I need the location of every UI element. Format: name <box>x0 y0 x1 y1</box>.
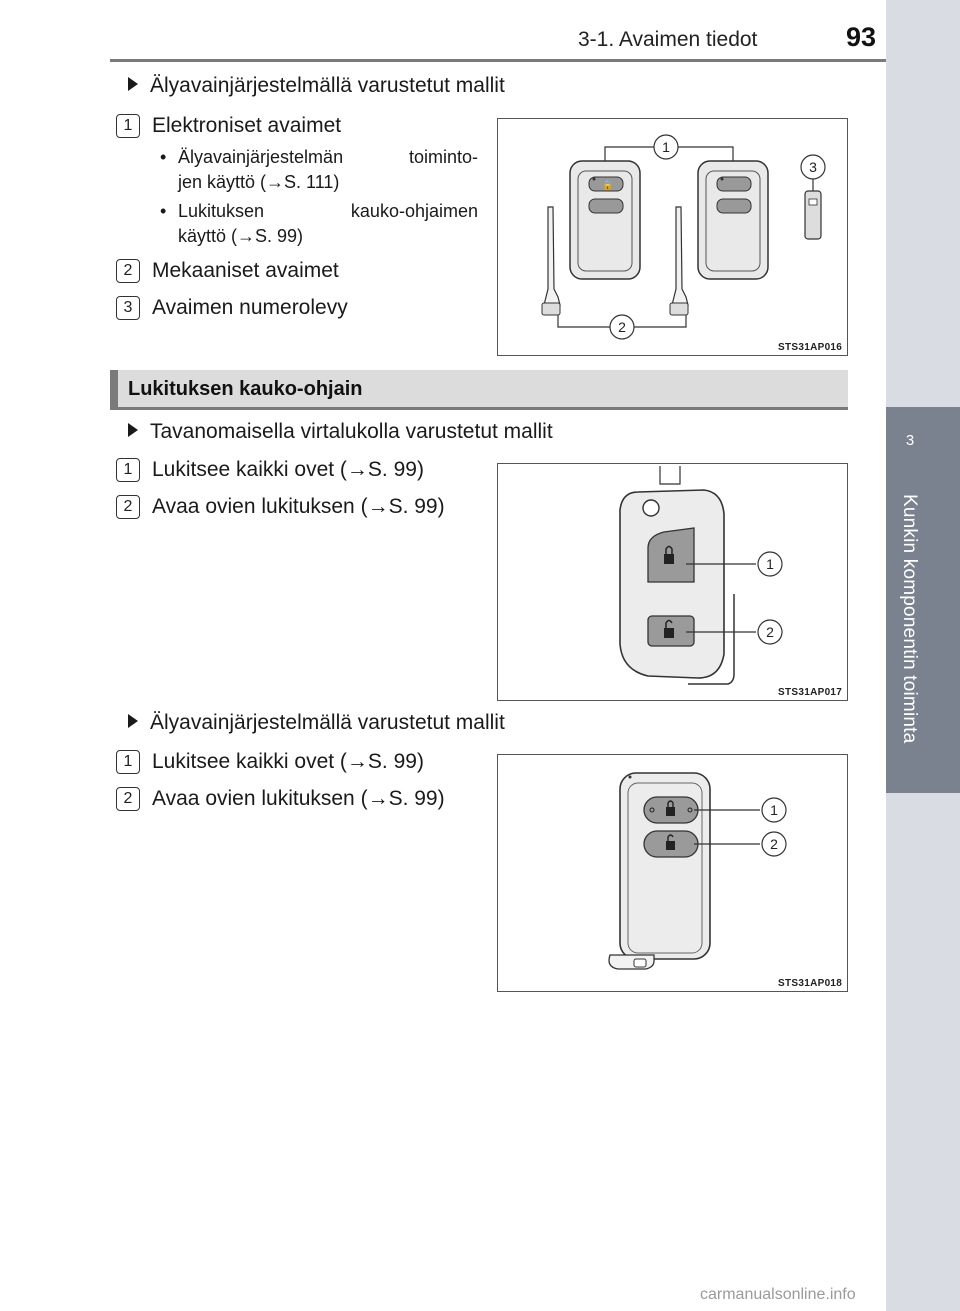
item-label: Avaimen numerolevy <box>152 296 348 319</box>
triangle-arrow-icon <box>128 423 138 437</box>
watermark: carmanualsonline.info <box>700 1286 856 1303</box>
callout-3: 3 <box>809 159 817 175</box>
callout-2: 2 <box>618 319 626 335</box>
item-label: Mekaaniset avaimet <box>152 259 339 282</box>
model-line-smart-key: Älyavainjärjestelmällä varustetut mallit <box>128 74 505 98</box>
number-badge: 1 <box>116 114 140 138</box>
header-rule <box>110 59 886 62</box>
section-heading-bar: Lukituksen kauko-ohjain <box>110 370 848 410</box>
triangle-arrow-icon <box>128 77 138 91</box>
chapter-number: 3 <box>905 432 915 449</box>
item-lock-all-doors: 1 Lukitsee kaikki ovet (→S. 99) <box>116 750 424 774</box>
item-mechanical-keys: 2 Mekaaniset avaimet <box>116 259 339 283</box>
triangle-arrow-icon <box>128 714 138 728</box>
number-badge: 1 <box>116 458 140 482</box>
section-accent <box>110 370 118 407</box>
bullet-remote-usage: • Lukituksen kauko-ohjaimen käyttö (→S. 9… <box>160 201 480 251</box>
page-header: 3-1. Avaimen tiedot 93 <box>0 0 960 62</box>
bullet-text: Lukituksen <box>178 201 265 221</box>
section-title: Lukituksen kauko-ohjain <box>128 378 363 400</box>
item-label: Elektroniset avaimet <box>152 114 342 137</box>
item-label: Lukitsee kaikki ovet (→S. 99) <box>152 750 424 773</box>
keys-illustration: 🔒 1 2 3 <box>541 134 826 340</box>
bullet-dot: • <box>160 201 167 221</box>
item-label: Lukitsee kaikki ovet (→S. 99) <box>152 458 424 481</box>
mechanical-key-left <box>543 206 561 306</box>
number-badge: 1 <box>116 750 140 774</box>
bullet-smart-key-functions: • Älyavainjärjestelmän toiminto- jen käyt… <box>160 147 480 197</box>
model-line-smart-key-remote: Älyavainjärjestelmällä varustetut mallit <box>128 711 505 735</box>
svg-text:🔒: 🔒 <box>602 180 613 191</box>
chapter-name: Kunkin komponentin toiminta <box>899 494 920 744</box>
bullet-text: jen käyttö (→S. 111) <box>178 172 340 192</box>
number-badge: 2 <box>116 259 140 283</box>
number-badge: 2 <box>116 787 140 811</box>
callout-1: 1 <box>766 556 774 572</box>
item-unlock-doors: 2 Avaa ovien lukituksen (→S. 99) <box>116 495 445 519</box>
number-badge: 2 <box>116 495 140 519</box>
callout-2: 2 <box>766 624 774 640</box>
side-tab-active <box>886 407 960 793</box>
key-fob-right <box>697 160 769 280</box>
item-label: Avaa ovien lukituksen (→S. 99) <box>152 787 445 810</box>
mechanical-key-right <box>671 206 689 306</box>
chapter-title: 3-1. Avaimen tiedot <box>578 28 758 51</box>
item-electronic-keys: 1 Elektroniset avaimet <box>116 114 341 138</box>
bullet-text: toiminto- <box>408 147 478 167</box>
side-tab-background-bottom <box>886 793 960 1311</box>
model-line-text: Älyavainjärjestelmällä varustetut mallit <box>150 74 505 97</box>
item-unlock-doors: 2 Avaa ovien lukituksen (→S. 99) <box>116 787 445 811</box>
key-number-plate <box>804 190 822 240</box>
smart-key-illustration: 1 2 <box>608 772 787 970</box>
bullet-text: Älyavainjärjestelmän <box>178 147 344 167</box>
key-fob-left <box>569 160 641 280</box>
figure-code: STS31AP016 <box>778 342 843 353</box>
remote-body <box>619 489 725 679</box>
side-tab-background-top <box>886 0 960 407</box>
model-line-conventional-ignition: Tavanomaisella virtalukolla varustetut m… <box>128 420 553 444</box>
page-number: 93 <box>846 22 877 52</box>
figure-code: STS31AP018 <box>778 978 843 989</box>
conventional-remote-illustration: 1 2 <box>619 466 783 685</box>
item-lock-all-doors: 1 Lukitsee kaikki ovet (→S. 99) <box>116 458 424 482</box>
callout-1: 1 <box>662 139 670 155</box>
number-badge: 3 <box>116 296 140 320</box>
item-key-number-plate: 3 Avaimen numerolevy <box>116 296 348 320</box>
bullet-dot: • <box>160 147 167 167</box>
figure-smart-key-remote: 1 2 STS31AP018 <box>497 754 848 992</box>
bullet-text: käyttö (→S. 99) <box>178 226 304 246</box>
callout-1: 1 <box>770 802 778 818</box>
item-label: Avaa ovien lukituksen (→S. 99) <box>152 495 445 518</box>
figure-conventional-remote: 1 2 STS31AP017 <box>497 463 848 701</box>
figure-code: STS31AP017 <box>778 687 843 698</box>
bullet-text: kauko-ohjaimen <box>350 201 478 221</box>
model-line-text: Älyavainjärjestelmällä varustetut mallit <box>150 711 505 734</box>
callout-2: 2 <box>770 836 778 852</box>
figure-keys-overview: 🔒 1 2 3 STS31AP016 <box>497 118 848 356</box>
model-line-text: Tavanomaisella virtalukolla varustetut m… <box>150 420 553 443</box>
